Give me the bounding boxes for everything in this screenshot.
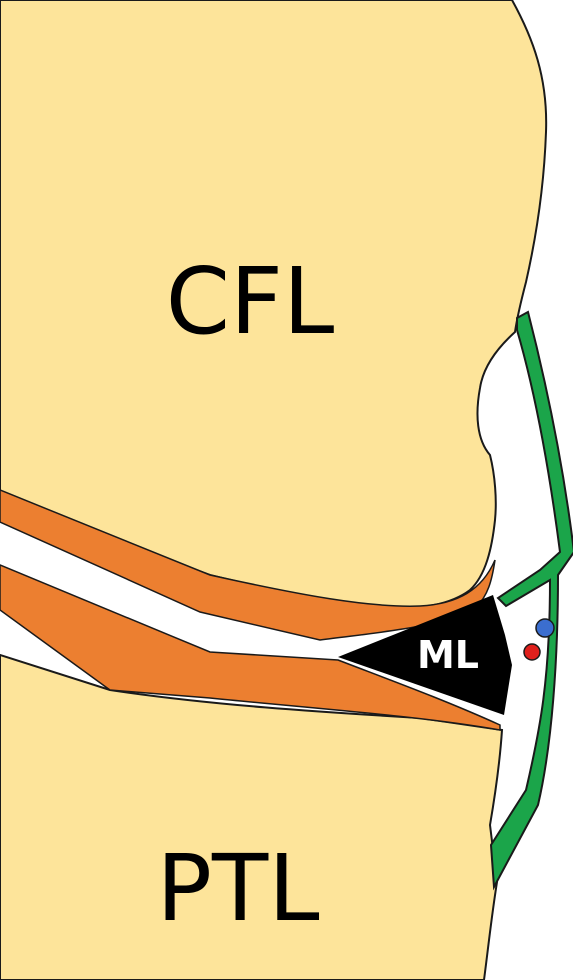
- blue-dot: [536, 619, 554, 637]
- ptl-label: PTL: [157, 835, 320, 942]
- ml-label: ML: [417, 633, 479, 677]
- cfl-label: CFL: [166, 248, 334, 355]
- red-dot: [524, 644, 540, 660]
- green-band: [491, 312, 573, 887]
